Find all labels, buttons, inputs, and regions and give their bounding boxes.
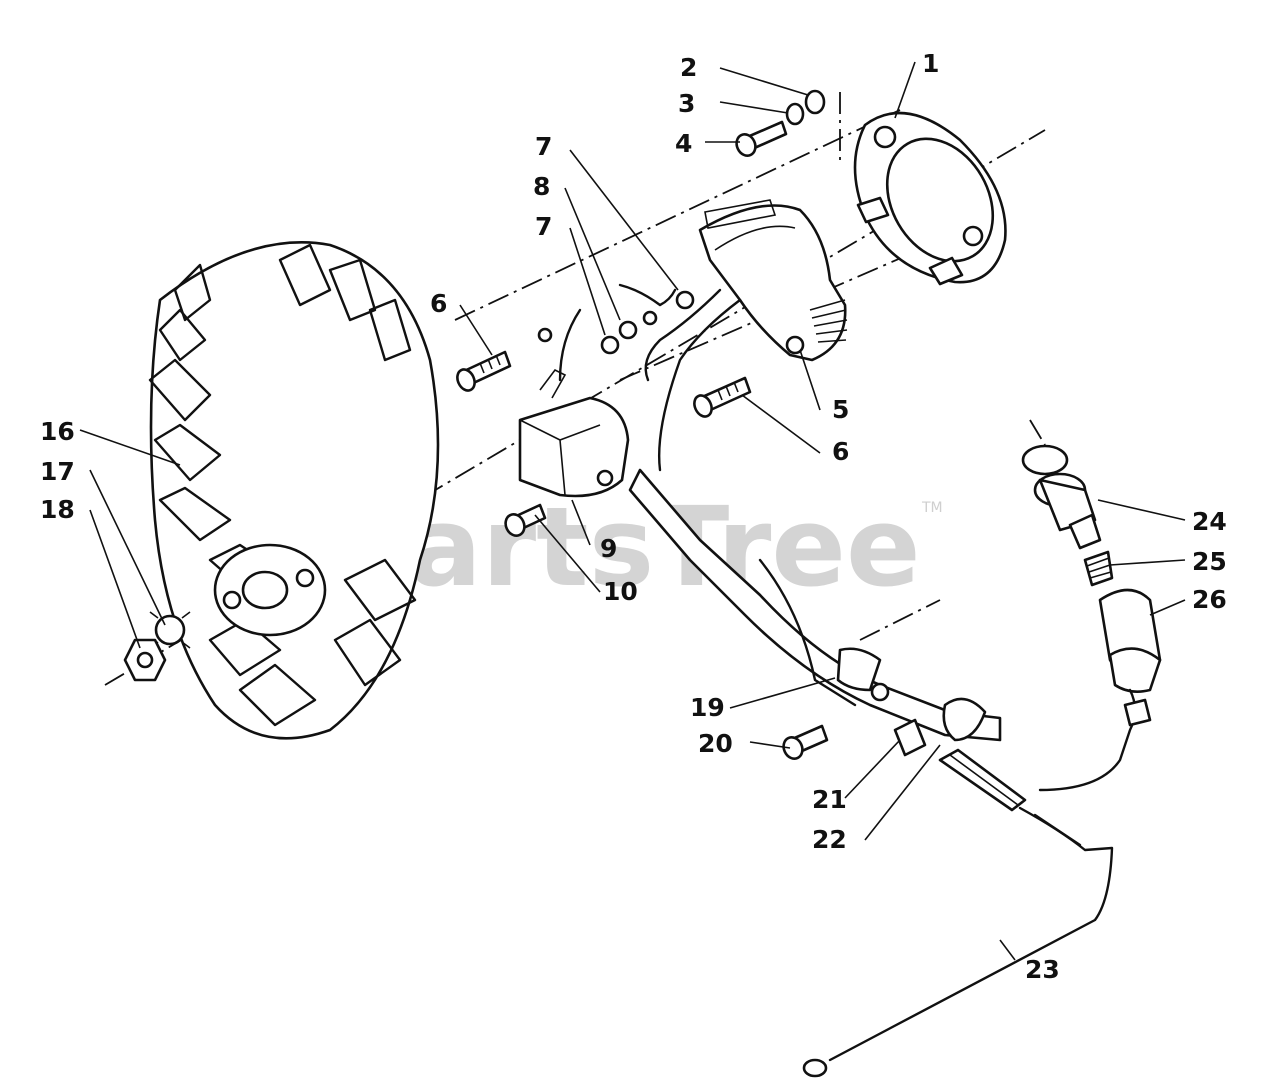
callout-7-lower: 7 xyxy=(535,212,552,241)
callout-18: 18 xyxy=(40,495,75,524)
flywheel xyxy=(148,241,440,740)
nut-8 xyxy=(618,320,638,340)
callout-17: 17 xyxy=(40,457,75,486)
grommet xyxy=(893,718,927,757)
handle-tube xyxy=(628,468,1002,742)
callout-25: 25 xyxy=(1192,547,1227,576)
callout-21: 21 xyxy=(812,785,847,814)
callout-3: 3 xyxy=(678,89,695,118)
callout-7-upper: 7 xyxy=(535,132,552,161)
tube-wire xyxy=(758,558,857,707)
lock-washer-3 xyxy=(785,102,805,126)
callout-leaders xyxy=(79,61,1186,961)
spark-plug-terminal xyxy=(1021,444,1102,550)
callout-2: 2 xyxy=(680,53,697,82)
callout-20: 20 xyxy=(698,729,733,758)
mounting-screw-upper xyxy=(456,350,512,392)
mounting-screw-lower xyxy=(693,376,752,418)
callout-8: 8 xyxy=(533,172,550,201)
callout-numbers: 2 3 4 1 7 8 7 6 5 6 9 10 16 17 18 19 20 … xyxy=(40,49,1227,984)
nut-7-upper xyxy=(675,290,695,310)
callout-23: 23 xyxy=(1025,955,1060,984)
ignition-module xyxy=(698,199,848,362)
screw-4 xyxy=(735,120,788,157)
callout-19: 19 xyxy=(690,693,725,722)
spark-plug-boot xyxy=(1038,588,1162,792)
callout-5: 5 xyxy=(832,395,849,424)
callout-9: 9 xyxy=(600,534,617,563)
ignition-housing-ring xyxy=(853,111,1007,286)
terminal-spring xyxy=(1083,550,1114,587)
cable-sleeve xyxy=(938,748,1027,812)
callout-6-upper: 6 xyxy=(430,289,447,318)
callout-6-lower: 6 xyxy=(832,437,849,466)
callout-4: 4 xyxy=(675,129,692,158)
callout-24: 24 xyxy=(1192,507,1227,536)
nut-7-lower xyxy=(600,335,620,355)
terminal-clip xyxy=(537,310,658,343)
callout-1: 1 xyxy=(922,49,939,78)
tube-screw xyxy=(782,724,829,760)
callout-16: 16 xyxy=(40,417,75,446)
coil-lead-wires xyxy=(558,283,742,472)
ignition-switch-module xyxy=(518,368,630,498)
callout-22: 22 xyxy=(812,825,847,854)
module-screw xyxy=(504,503,547,537)
trademark-mark: TM xyxy=(921,500,943,516)
callout-10: 10 xyxy=(603,577,638,606)
starter-pawl-washer xyxy=(149,611,191,649)
callout-26: 26 xyxy=(1192,585,1227,614)
washer-2 xyxy=(804,89,826,115)
flywheel-nut xyxy=(123,638,167,682)
ground-cable xyxy=(802,806,1114,1078)
